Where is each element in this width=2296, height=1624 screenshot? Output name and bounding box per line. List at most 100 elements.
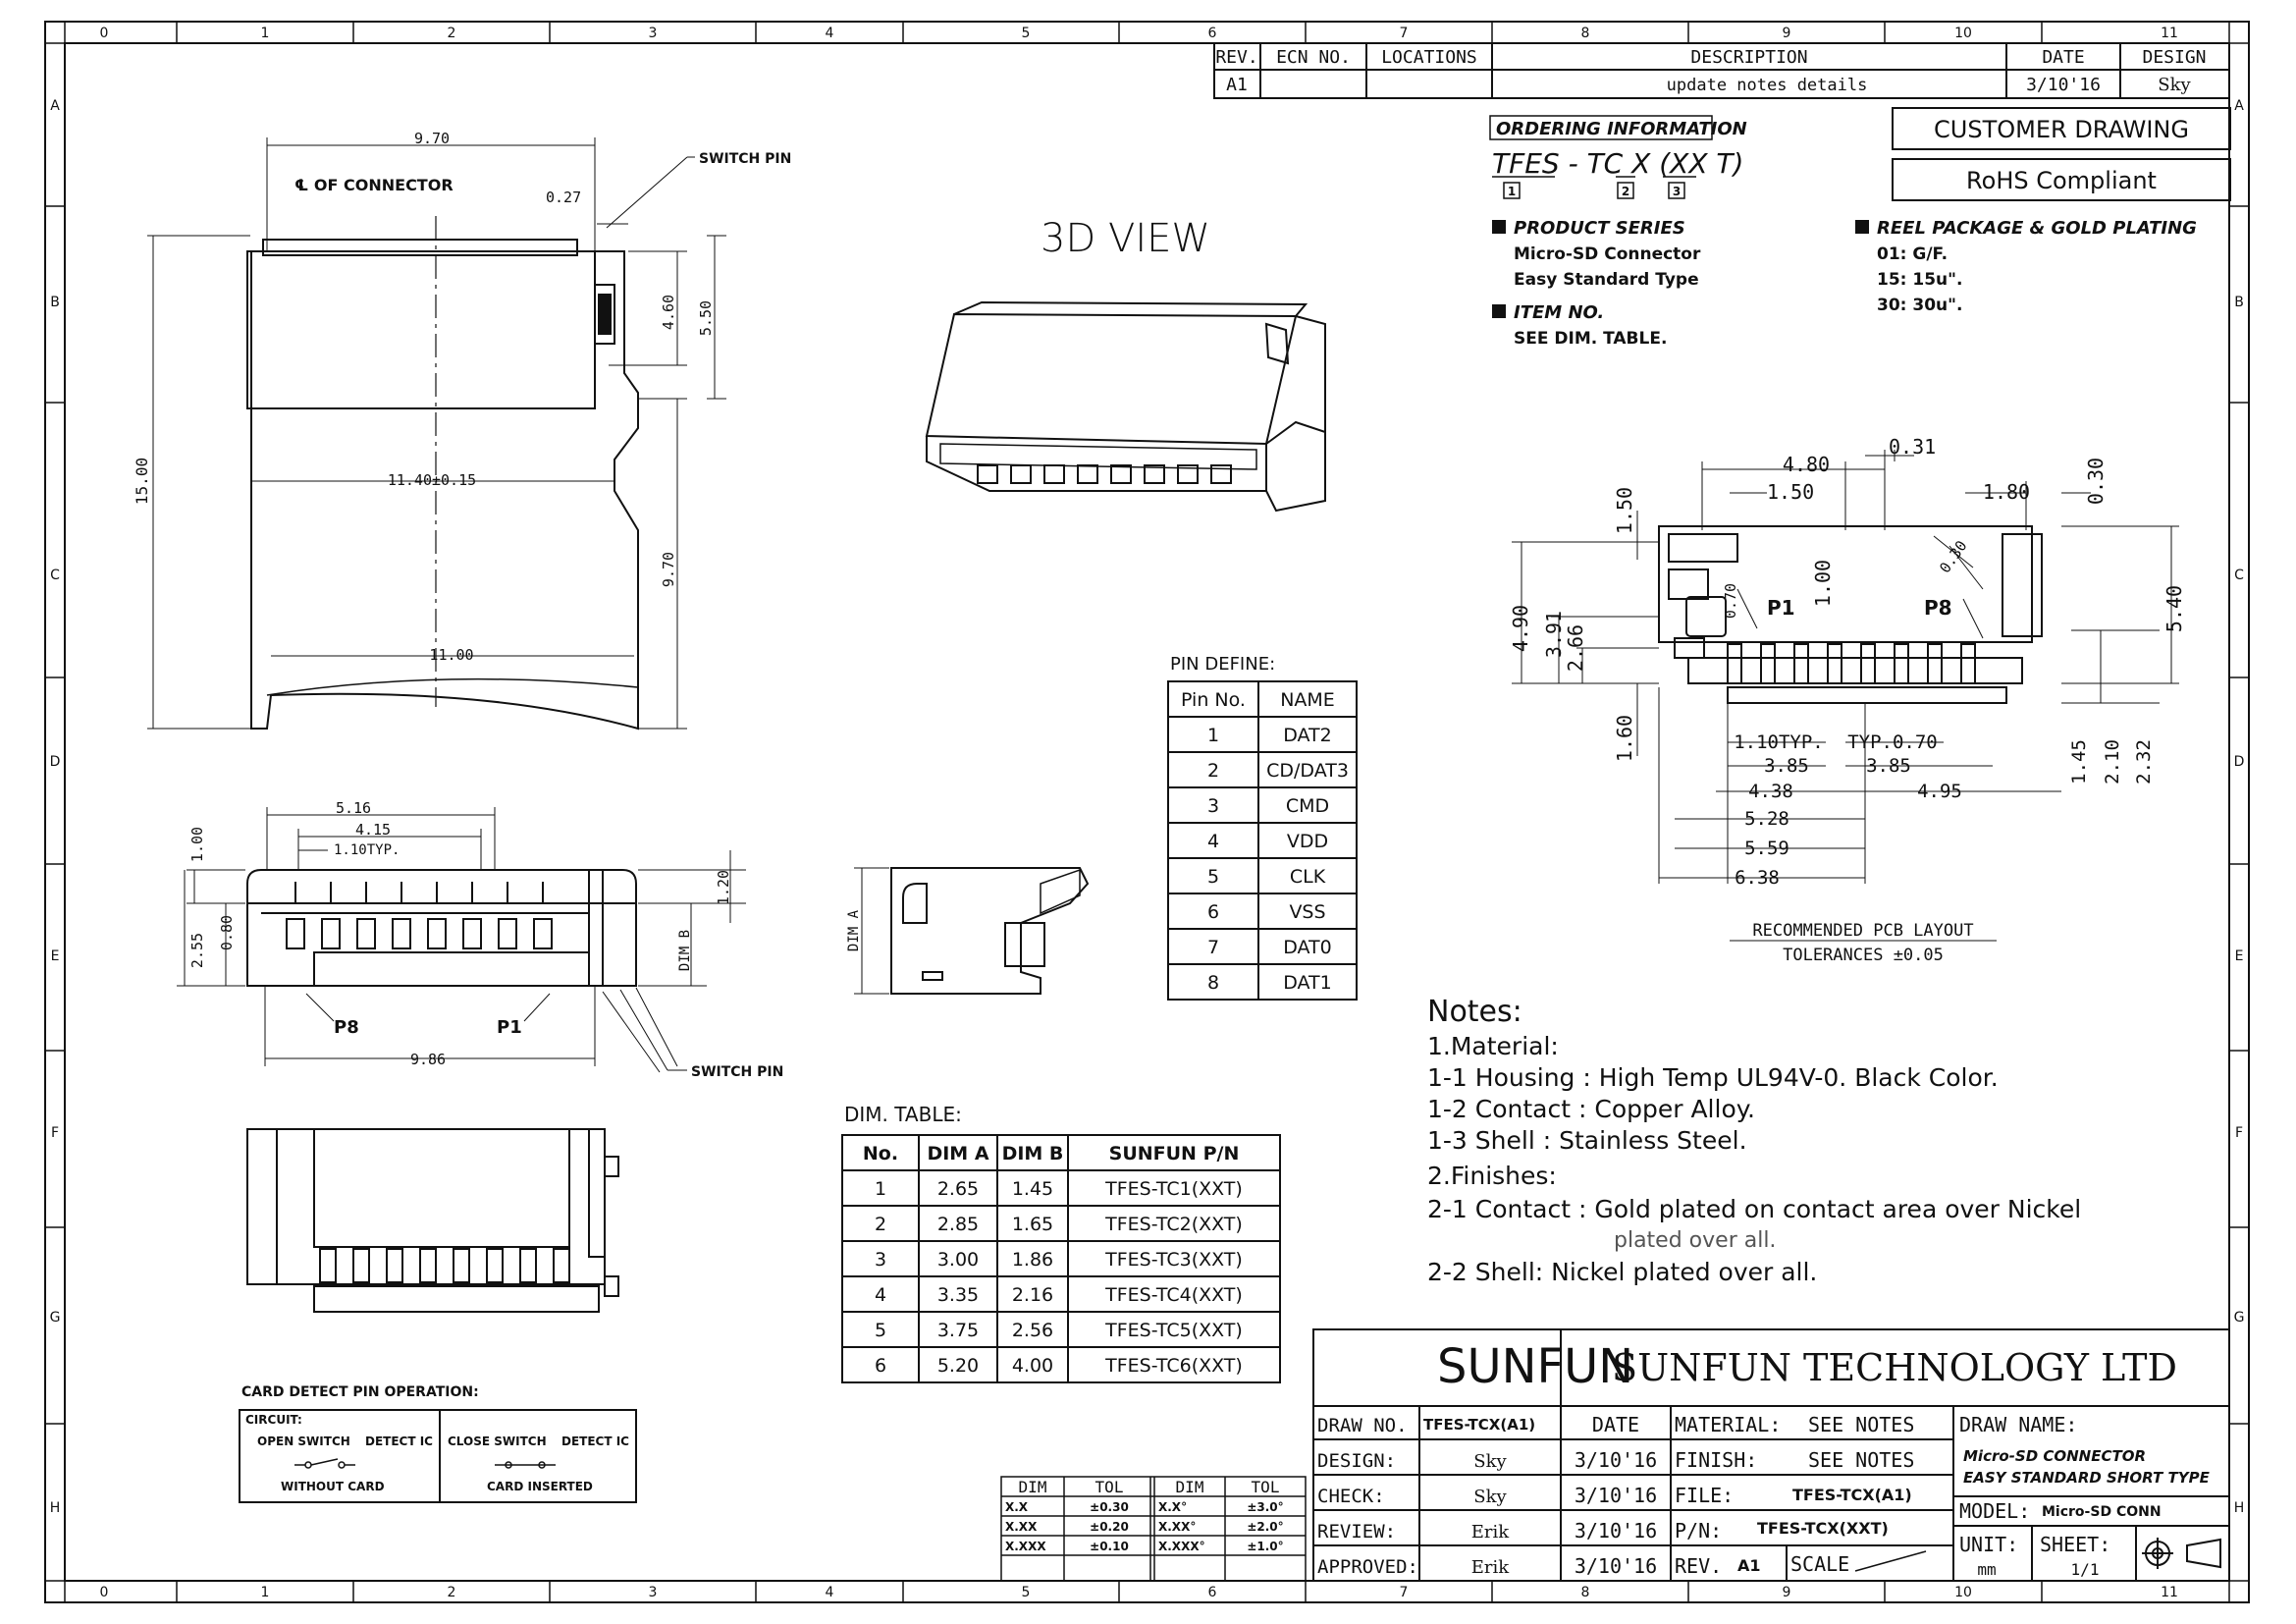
col-label-bottom: 4 (826, 1585, 834, 1600)
pin-define-header: Pin No. (1181, 689, 1246, 711)
pin-define-cell: 5 (1207, 866, 1219, 888)
circuit-label: CIRCUIT: (245, 1413, 302, 1427)
contact-tail-bottom (486, 1248, 504, 1283)
dim-15-00: 15.00 (133, 458, 151, 505)
col-label-top: 10 (1954, 26, 1972, 41)
dim-table-cell: TFES-TC4(XXT) (1104, 1284, 1243, 1306)
dim-4-60: 4.60 (660, 295, 677, 330)
dim-0-80: 0.80 (218, 915, 236, 950)
draw-name-line-2: EASY STANDARD SHORT TYPE (1963, 1469, 2211, 1487)
revision-block: REV. ECN NO. LOCATIONS DESCRIPTION DATE … (1213, 42, 2230, 99)
p1-label-front: P1 (497, 1017, 522, 1038)
dim-table-cell: 1 (875, 1178, 886, 1200)
contact-window-3d (1210, 464, 1232, 484)
col-label-top: 4 (826, 26, 834, 41)
dim-table-header: SUNFUN P/N (1109, 1143, 1240, 1164)
dim-2-55: 2.55 (188, 933, 206, 968)
dim-9-70-vertical: 9.70 (660, 552, 677, 587)
switch-pin-label-top: SWITCH PIN (699, 151, 791, 167)
pcb-dim-6-38: 6.38 (1735, 867, 1780, 889)
product-series-line-1: Micro-SD Connector (1514, 244, 1701, 264)
dim-table-cell: 5 (875, 1320, 886, 1341)
row-label-right: C (2234, 568, 2244, 583)
rev-header: REV. (1215, 47, 1257, 68)
note-line-7: plated over all. (1614, 1228, 1776, 1253)
row-label-left: C (50, 568, 60, 583)
row-label-right: A (2234, 98, 2244, 114)
dim-table-cell: 1.86 (1012, 1249, 1053, 1271)
contact-window-front (533, 918, 553, 949)
pin-define-cell: CMD (1286, 795, 1329, 817)
pcb-pad (1793, 643, 1809, 684)
contact-window-front (321, 918, 341, 949)
col-label-top: 6 (1208, 26, 1217, 41)
pcb-pad (1960, 643, 1976, 684)
pcb-dim-2-66: 2.66 (1564, 624, 1587, 672)
pin-define-cell: DAT1 (1283, 972, 1332, 994)
check-name: Sky (1473, 1487, 1507, 1507)
description-header: DESCRIPTION (1690, 47, 1807, 68)
pcb-dim-2-10: 2.10 (2102, 739, 2123, 785)
pin-define-cell: 7 (1207, 937, 1219, 958)
contact-tail-bottom (453, 1248, 470, 1283)
col-label-top: 8 (1581, 26, 1590, 41)
pin-define-cell: CLK (1290, 866, 1326, 888)
pcb-pad (1860, 643, 1876, 684)
pcb-pad (1894, 643, 1909, 684)
review-date: 3/10'16 (1575, 1519, 1657, 1543)
row-label-left: F (51, 1125, 59, 1141)
dim-9-70: 9.70 (414, 130, 450, 147)
dim-table-cell: 2.65 (937, 1178, 979, 1200)
col-label-top: 7 (1400, 26, 1409, 41)
tol-header: TOL (1252, 1478, 1280, 1496)
file-value: TFES-TCX(A1) (1792, 1486, 1912, 1504)
tol-cell: X.X (1005, 1500, 1029, 1514)
check-date: 3/10'16 (1575, 1484, 1657, 1507)
row-label-right: E (2235, 948, 2244, 964)
tol-header: DIM (1019, 1478, 1047, 1496)
col-label-bottom: 2 (448, 1585, 456, 1600)
tol-cell: ±0.10 (1090, 1540, 1129, 1553)
front-view: 5.16 4.15 1.10TYP. 1.00 2.55 0.80 1.20 D… (177, 799, 783, 1080)
title-block: SUNFUN SUNFUN TECHNOLOGY LTD DRAW NO. TF… (1312, 1328, 2230, 1582)
dim-1-20: 1.20 (715, 870, 732, 905)
design-label: DESIGN: (1317, 1450, 1396, 1472)
product-series-title: PRODUCT SERIES (1514, 218, 1685, 239)
pin-define-cell: CD/DAT3 (1266, 760, 1349, 782)
open-switch-symbol (294, 1458, 355, 1469)
pin-define-cell: VDD (1287, 831, 1328, 852)
design-date: 3/10'16 (1575, 1448, 1657, 1472)
close-switch-label: CLOSE SWITCH (448, 1435, 547, 1448)
pcb-pad (1827, 643, 1842, 684)
dim-table-cell: 2.56 (1012, 1320, 1053, 1341)
pcb-dim-5-40: 5.40 (2163, 585, 2186, 632)
note-line-4: 1-3 Shell : Stainless Steel. (1427, 1126, 1747, 1155)
rev-value: A1 (1226, 75, 1248, 95)
pcb-pad (1760, 643, 1776, 684)
file-label: FILE: (1675, 1484, 1734, 1507)
pcb-dim-3-91: 3.91 (1542, 611, 1566, 658)
ecn-header: ECN NO. (1276, 47, 1351, 68)
contact-window-3d (1110, 464, 1132, 484)
row-label-left: E (51, 948, 60, 964)
pin-define-cell: DAT0 (1283, 937, 1332, 958)
pcb-dim-1-60: 1.60 (1613, 715, 1636, 762)
dim-table-title: DIM. TABLE: (844, 1103, 962, 1126)
note-line-6: 2-1 Contact : Gold plated on contact are… (1427, 1195, 2081, 1223)
col-label-top: 9 (1783, 26, 1791, 41)
contact-tail-bottom (352, 1248, 370, 1283)
finish-value: SEE NOTES (1808, 1448, 1914, 1472)
notes-title: Notes: (1427, 995, 1522, 1029)
customer-drawing-badge: CUSTOMER DRAWING (1892, 107, 2231, 150)
dim-b-label: DIM B (677, 930, 693, 971)
contact-tail-bottom (319, 1248, 337, 1283)
contact-tail-bottom (419, 1248, 437, 1283)
col-label-bottom: 7 (1400, 1585, 1409, 1600)
dim-11-00: 11.00 (429, 646, 473, 664)
contact-window-front (286, 918, 305, 949)
marker-3: 3 (1668, 182, 1685, 199)
dim-table-cell: 3.00 (937, 1249, 979, 1271)
dim-5-50: 5.50 (697, 300, 715, 336)
